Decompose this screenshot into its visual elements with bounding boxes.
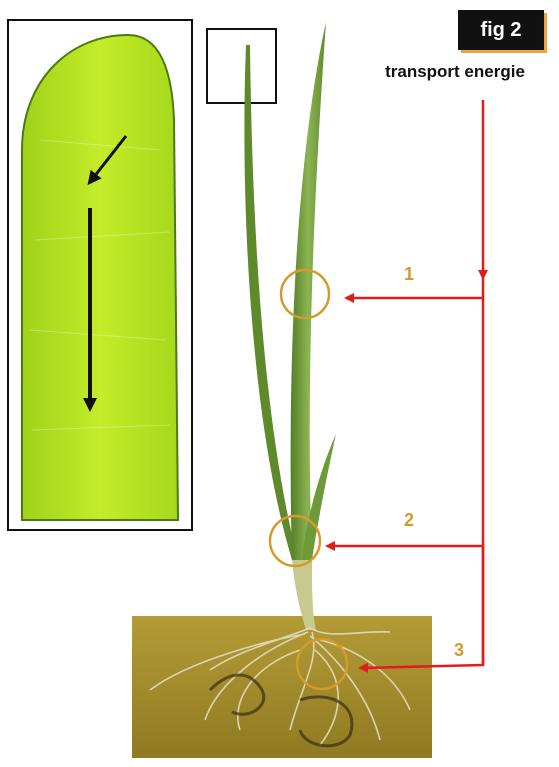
leaf-inset [8,20,192,530]
marker-label-2: 2 [404,510,414,531]
figure-label-badge: fig 2 [458,10,544,50]
plant [244,22,336,630]
marker-label-3: 3 [454,640,464,661]
zoom-region-frame [207,29,276,103]
leaf-tip-zoom [22,35,178,520]
marker-label-1: 1 [404,264,414,285]
energy-arrows [327,100,483,668]
leaf-left [244,45,298,560]
soil-block [132,616,432,758]
diagram-title: transport energie [355,62,555,82]
